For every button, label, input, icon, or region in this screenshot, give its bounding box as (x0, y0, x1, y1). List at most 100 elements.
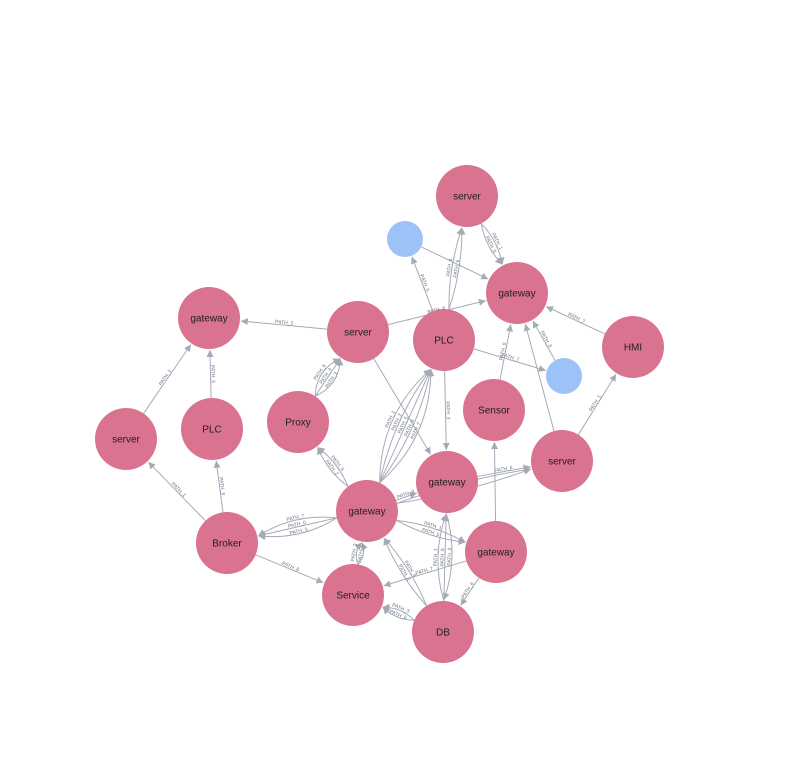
node-n_sensor[interactable]: Sensor (463, 379, 525, 441)
edge-n_gateway_low-n_db[interactable] (460, 577, 480, 606)
edge-n_gateway_center-n_server_right[interactable] (477, 464, 531, 477)
node-n_proxy[interactable]: Proxy (267, 391, 329, 453)
node-circle[interactable] (602, 316, 664, 378)
edge-label: PATH_0 (447, 547, 453, 566)
node-n_broker[interactable]: Broker (196, 512, 258, 574)
edge-label: PATH_3 (289, 527, 308, 537)
edge-label: PATH_6 (453, 259, 462, 278)
node-circle[interactable] (95, 408, 157, 470)
edge-label: PATH_7 (286, 513, 305, 523)
nodes-layer: servergatewaygatewayserverPLCHMIserverPL… (95, 165, 664, 663)
edge-n_db-n_service[interactable] (382, 603, 415, 621)
node-n_server_mid[interactable]: server (327, 301, 389, 363)
edge-n_hmi-n_gateway_top[interactable] (545, 306, 606, 335)
edge-n_plc_left-n_gateway_left[interactable] (206, 349, 214, 399)
edge-n_gateway_hub-n_broker[interactable] (258, 517, 338, 541)
edge-n_sensor-n_gateway_top[interactable] (499, 324, 513, 380)
node-circle[interactable] (436, 165, 498, 227)
node-n_gateway_hub[interactable]: gateway (336, 480, 398, 542)
edge-label: PATH_0 (499, 342, 508, 361)
edge-label: PATH_0 (288, 520, 307, 530)
edge-label: PATH_5 (418, 274, 430, 293)
edge-n_gateway_hub-n_gateway_low[interactable] (396, 519, 466, 545)
edge-n_service-n_gateway_hub[interactable] (354, 542, 363, 565)
edge-label: PATH_8 (539, 330, 553, 349)
node-n_server_top[interactable]: server (436, 165, 498, 227)
node-circle[interactable] (412, 601, 474, 663)
edge-n_service-n_gateway_hub[interactable] (357, 542, 368, 565)
node-circle[interactable] (178, 287, 240, 349)
edge-label: PATH_3 (444, 401, 450, 419)
node-n_db[interactable]: DB (412, 601, 474, 663)
edge-n_blue_1-n_gateway_top[interactable] (420, 246, 489, 280)
edge-n_plc_top-n_blue_2[interactable] (473, 348, 546, 372)
edge-label: PATH_1 (158, 368, 173, 387)
edge-n_gateway_hub-n_plc_top[interactable] (379, 368, 432, 483)
edge-n_broker-n_plc_left[interactable] (213, 460, 224, 513)
edge-n_gateway_hub-n_proxy[interactable] (317, 446, 349, 487)
edge-n_gateway_hub-n_plc_top[interactable] (379, 368, 432, 483)
node-n_blue_1[interactable] (387, 221, 423, 257)
node-circle[interactable] (322, 564, 384, 626)
node-circle[interactable] (546, 358, 582, 394)
node-circle[interactable] (181, 398, 243, 460)
edge-label: PATH_1 (433, 548, 439, 567)
edge-n_blue_2-n_gateway_top[interactable] (532, 320, 556, 361)
node-circle[interactable] (465, 521, 527, 583)
edge-n_server_top-n_gateway_top[interactable] (480, 223, 505, 265)
node-n_plc_top[interactable]: PLC (413, 309, 475, 371)
edge-n_server_right-n_gateway_top[interactable] (523, 323, 555, 432)
edge-n_gateway_hub-n_gateway_center[interactable] (395, 492, 418, 501)
node-circle[interactable] (327, 301, 389, 363)
node-n_gateway_left[interactable]: gateway (178, 287, 240, 349)
edge-n_plc_top-n_gateway_center[interactable] (442, 370, 450, 451)
edge-n_gateway_hub-n_plc_top[interactable] (379, 368, 432, 483)
node-circle[interactable] (486, 262, 548, 324)
edge-label: PATH_1 (588, 394, 603, 413)
node-circle[interactable] (531, 430, 593, 492)
node-n_server_right[interactable]: server (531, 430, 593, 492)
edge-n_gateway_hub-n_plc_top[interactable] (379, 369, 433, 484)
node-n_plc_left[interactable]: PLC (181, 398, 243, 460)
edge-label: PATH_1 (423, 520, 442, 531)
edge-n_gateway_low-n_service[interactable] (383, 560, 467, 588)
node-circle[interactable] (463, 379, 525, 441)
edge-label: PATH_5 (209, 365, 215, 384)
edge-n_server_right-n_hmi[interactable] (577, 373, 617, 435)
edge-n_plc_top-n_server_top[interactable] (448, 227, 464, 310)
edge-n_broker-n_service[interactable] (255, 554, 324, 584)
edge-label: PATH_5 (421, 527, 440, 538)
edge-n_db-n_gateway_hub[interactable] (383, 537, 427, 606)
node-n_gateway_top[interactable]: gateway (486, 262, 548, 324)
edge-n_plc_top-n_server_top[interactable] (448, 227, 466, 310)
node-n_service[interactable]: Service (322, 564, 384, 626)
node-circle[interactable] (336, 480, 398, 542)
edge-n_server_mid-n_gateway_left[interactable] (240, 318, 328, 330)
edge-n_plc_top-n_blue_1[interactable] (411, 256, 434, 312)
edge-label: PATH_6 (461, 581, 476, 600)
edge-label: PATH_5 (357, 544, 366, 563)
node-circle[interactable] (387, 221, 423, 257)
node-n_server_left[interactable]: server (95, 408, 157, 470)
edge-n_server_left-n_gateway_left[interactable] (143, 344, 192, 414)
edge-n_gateway_hub-n_plc_top[interactable] (379, 369, 435, 484)
node-circle[interactable] (413, 309, 475, 371)
edge-n_broker-n_server_left[interactable] (147, 461, 206, 522)
edge-label: PATH_8 (440, 548, 446, 567)
node-circle[interactable] (196, 512, 258, 574)
edge-n_server_mid-n_gateway_center[interactable] (373, 358, 432, 455)
edge-n_gateway_center-n_db[interactable] (442, 512, 453, 601)
edge-n_proxy-n_server_mid[interactable] (314, 358, 344, 397)
node-n_gateway_center[interactable]: gateway (416, 451, 478, 513)
node-n_gateway_low[interactable]: gateway (465, 521, 527, 583)
edge-n_db-n_gateway_center[interactable] (437, 513, 448, 602)
edge-label: PATH_8 (396, 489, 415, 501)
node-n_blue_2[interactable] (546, 358, 582, 394)
node-circle[interactable] (267, 391, 329, 453)
node-n_hmi[interactable]: HMI (602, 316, 664, 378)
node-circle[interactable] (416, 451, 478, 513)
edge-label: PATH_7 (415, 566, 434, 577)
edge-label: PATH_7 (567, 312, 586, 325)
edge-n_gateway_low-n_sensor[interactable] (491, 441, 499, 522)
